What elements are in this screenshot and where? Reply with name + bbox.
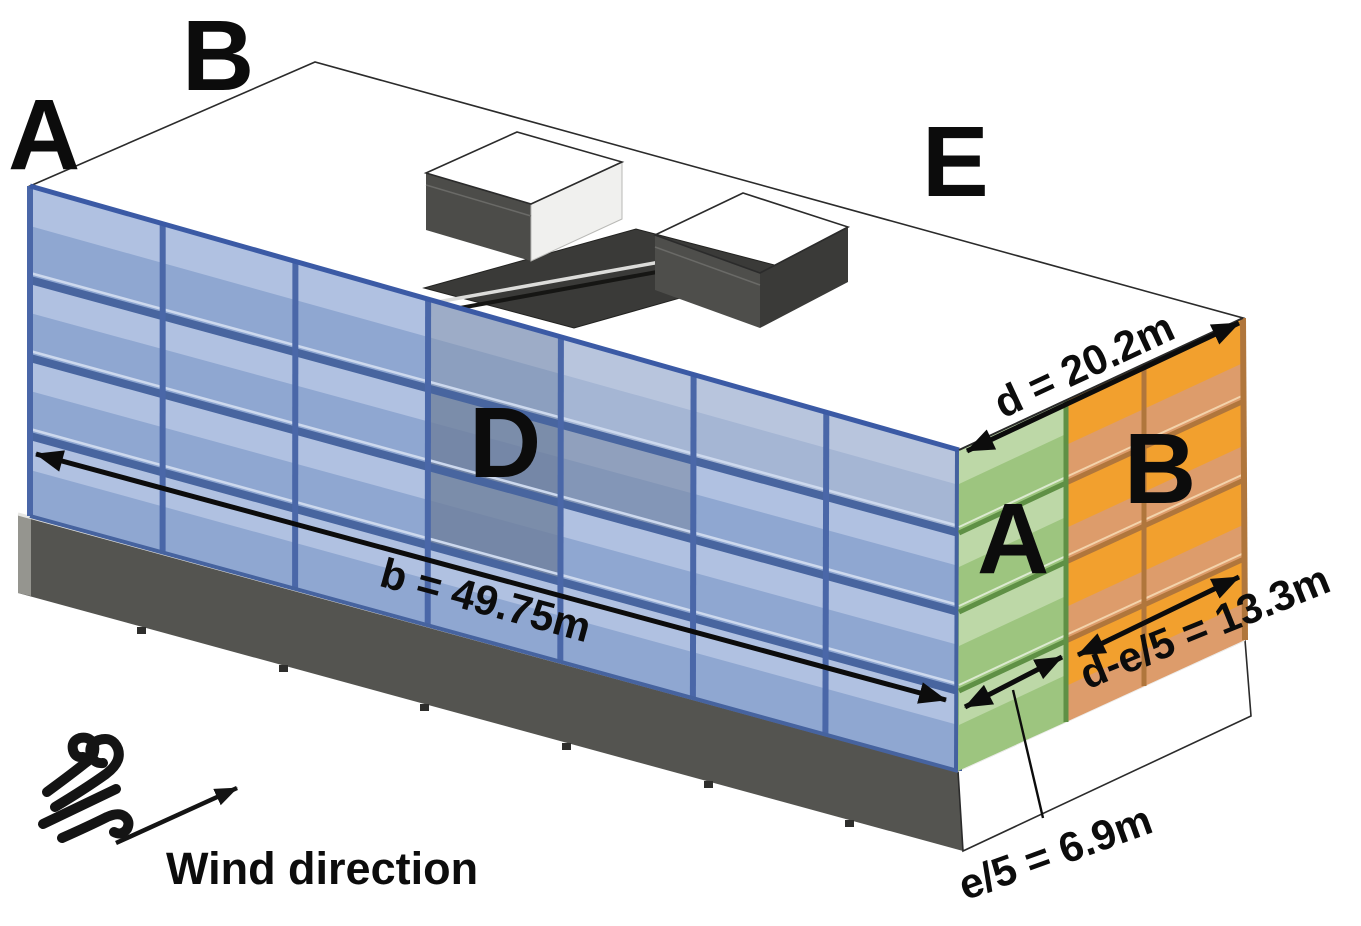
rooftop-unit-right-right-face: [760, 227, 848, 328]
wind-direction-label: Wind direction: [166, 843, 478, 894]
zone-label-a-side-face: A: [977, 483, 1049, 595]
roof-opening-rail-dark: [437, 268, 669, 314]
zone-label-b-top: B: [182, 0, 254, 112]
roof: [27, 61, 1246, 451]
dim-leader-e5: [1011, 689, 1045, 819]
wind-indicator: Wind direction: [38, 732, 478, 894]
zone-label-a-corner: A: [8, 79, 80, 191]
rooftop-unit-left-top-face: [423, 131, 625, 205]
plinth-left-end: [18, 514, 31, 596]
rooftop-unit-right-front-face: [655, 235, 760, 328]
roof-opening-rail-light: [431, 260, 661, 305]
rooftop-unit-left: [423, 131, 625, 262]
rooftop-unit-right-top-face: [652, 192, 851, 274]
end-face-right-corner: [1240, 317, 1248, 641]
dim-arrow-d-minus-e5: [1076, 574, 1241, 658]
wind-icon: [38, 732, 134, 843]
dim-arrow-e5: [963, 654, 1064, 710]
zone-labels: A B E D A B: [8, 0, 1196, 595]
rooftop-unit-left-lip: [425, 184, 532, 217]
dim-arrow-d: [965, 320, 1241, 454]
dim-arrow-b: [35, 450, 947, 704]
wind-direction-arrow: [115, 785, 238, 846]
dim-label-e5: e/5 = 6.9m: [952, 796, 1158, 909]
rooftop-unit-right: [652, 192, 851, 328]
zone-label-b-side-face: B: [1124, 413, 1196, 525]
zone-label-d-windward: D: [469, 387, 541, 499]
facade-top-parapet: [29, 183, 960, 453]
rooftop-unit-right-lip: [654, 246, 761, 286]
rooftop-unit-left-front-face: [426, 173, 531, 261]
zone-label-e-leeward: E: [922, 106, 989, 218]
